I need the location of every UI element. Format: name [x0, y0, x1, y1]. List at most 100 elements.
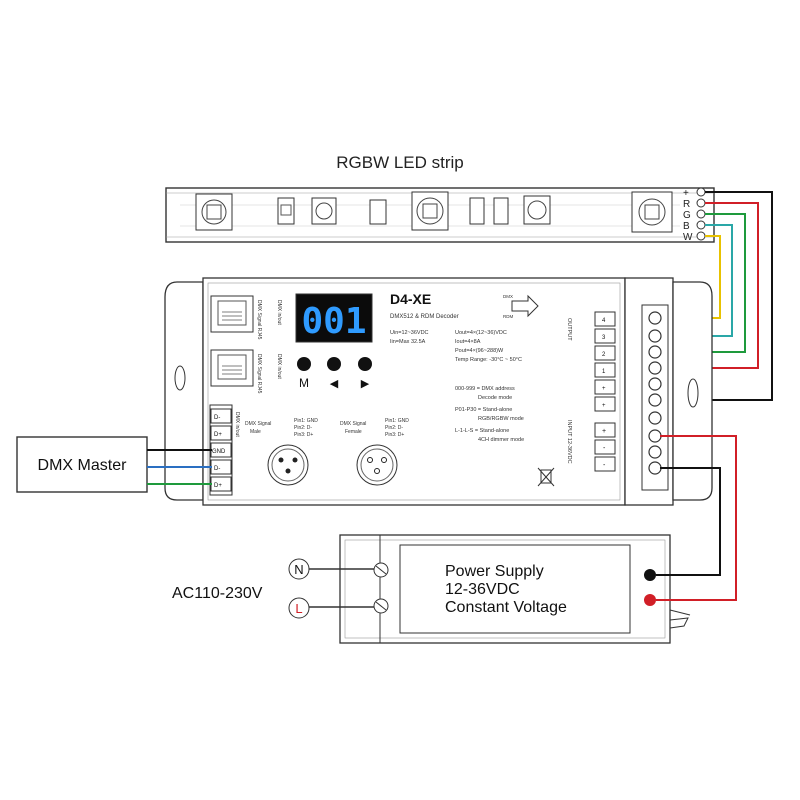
- spec-line: Pout=4×(96~288)W: [455, 348, 504, 354]
- screw-terminal: [648, 345, 662, 359]
- live-marker: L: [288, 597, 310, 619]
- mode-list: 000-999 = DMX address Decode mode P01-P3…: [455, 386, 524, 443]
- terminal-label: D-: [214, 415, 220, 421]
- logo-dmx: DMX: [503, 294, 513, 299]
- mode-line: 4CH dimmer mode: [478, 437, 524, 443]
- screw-terminal: [648, 429, 662, 443]
- xlr-pin: Pin1: GND: [294, 418, 318, 424]
- screw-terminals[interactable]: [648, 311, 662, 475]
- rj45-port-lower[interactable]: [210, 349, 254, 387]
- resistor: [277, 197, 295, 225]
- screw-terminal: [648, 411, 662, 425]
- led-chip: [631, 191, 673, 233]
- strip-pin-labels: + R G B W: [683, 188, 693, 243]
- strip-pin-label: +: [683, 188, 689, 199]
- dmx-rdm-logo: DMX RDM: [503, 294, 539, 319]
- xlr-female-connector[interactable]: [356, 444, 398, 486]
- screw-terminal: [648, 329, 662, 343]
- specs-right: Uout=4×(12~36)VDC Iout=4×8A Pout=4×(96~2…: [455, 330, 522, 363]
- input-label: INPUT 12-36VDC: [566, 420, 572, 464]
- dmx-terminals: D- D+ GND D- D+: [210, 408, 232, 492]
- led-display: [295, 293, 373, 343]
- screw-terminal: [648, 393, 662, 407]
- rj45-port-upper[interactable]: [210, 295, 254, 333]
- live-label: L: [295, 601, 302, 616]
- led-chip: [411, 191, 449, 231]
- terminal-label: +: [602, 386, 606, 392]
- terminal-label: D-: [214, 466, 220, 472]
- screw-terminal: [648, 461, 662, 475]
- neutral-marker: N: [288, 558, 310, 580]
- dmx-wires: [147, 449, 212, 485]
- spec-line: Uin=12~36VDC: [390, 330, 429, 336]
- resistor: [469, 197, 509, 225]
- strip-pin-label: R: [683, 199, 690, 210]
- terminal-label: D+: [214, 483, 222, 489]
- ps-line: 12-36VDC: [445, 581, 520, 598]
- screw-terminal: [648, 361, 662, 375]
- rj45-label: DMX Signal RJ45: [256, 300, 262, 340]
- mode-line: Decode mode: [478, 395, 512, 401]
- down-button-label: ◀: [330, 378, 339, 390]
- mains-label: AC110-230V: [172, 585, 263, 602]
- model-subtitle: DMX512 & RDM Decoder: [390, 314, 459, 320]
- ps-line: Constant Voltage: [445, 599, 567, 616]
- menu-button[interactable]: [297, 357, 311, 371]
- power-supply-housing: [339, 534, 691, 644]
- spec-line: Iin=Max 32.5A: [390, 339, 426, 345]
- xlr-pin: Pin2: D-: [294, 425, 312, 431]
- mode-line: L-1-L-S = Stand-alone: [455, 428, 509, 434]
- led-strip: + R G B W: [165, 187, 715, 243]
- down-button[interactable]: [327, 357, 341, 371]
- strip-pads: [696, 187, 706, 241]
- strip-pin-label: W: [683, 232, 693, 243]
- menu-button-label: M: [299, 376, 309, 390]
- input-terminals: + - -: [594, 422, 616, 472]
- terminal-label: 1: [602, 369, 606, 375]
- terminal-label: +: [602, 428, 606, 435]
- specs-left: Uin=12~36VDC Iin=Max 32.5A: [390, 330, 429, 345]
- xlr-label: Male: [250, 429, 261, 435]
- rj45-inout-label: DMX in/out: [276, 300, 282, 325]
- ic-chip: [311, 197, 337, 225]
- ac-screws[interactable]: [373, 562, 389, 614]
- dmx-inout-label: DMX in/out: [234, 412, 240, 437]
- terminal-label: -: [603, 462, 606, 469]
- neutral-label: N: [294, 562, 303, 577]
- terminal-label: 2: [602, 352, 606, 358]
- terminal-label: +: [602, 403, 606, 409]
- screw-terminal: [648, 377, 662, 391]
- xlr-label: DMX Signal: [340, 421, 366, 427]
- xlr-female-label: DMX Signal Female Pin1: GND Pin2: D- Pin…: [340, 418, 409, 438]
- xlr-pin: Pin3: D+: [385, 432, 404, 438]
- dc-wires: [656, 435, 737, 601]
- up-button-label: ▶: [361, 378, 370, 390]
- mode-line: RGB/RGBW mode: [478, 416, 524, 422]
- dmx-master-box: [16, 436, 148, 493]
- terminal-label: GND: [212, 449, 226, 455]
- xlr-male-connector[interactable]: [267, 444, 309, 486]
- terminal-label: 4: [602, 318, 606, 324]
- strip-title: RGBW LED strip: [336, 153, 464, 172]
- xlr-male-label: DMX Signal Male Pin1: GND Pin2: D- Pin3:…: [245, 418, 318, 438]
- xlr-pin: Pin1: GND: [385, 418, 409, 424]
- mains-wires: [309, 568, 374, 608]
- dmx-master-label: DMX Master: [38, 457, 128, 474]
- dc-negative-terminal[interactable]: [644, 569, 656, 581]
- dc-positive-terminal[interactable]: [644, 594, 656, 606]
- rj45-label: DMX Signal RJ45: [256, 354, 262, 394]
- up-button[interactable]: [358, 357, 372, 371]
- output-terminals: 4 3 2 1 + +: [594, 311, 616, 412]
- screw-terminal: [648, 311, 662, 325]
- ps-line: Power Supply: [445, 563, 544, 580]
- led-chip: [195, 193, 233, 231]
- screw-terminal: [648, 445, 662, 459]
- resistor: [369, 199, 387, 225]
- strip-pin-label: B: [683, 221, 690, 232]
- xlr-pin: Pin2: D-: [385, 425, 403, 431]
- display-value: 001: [301, 301, 366, 342]
- output-label: OUTPUT: [566, 318, 572, 341]
- ic-chip: [523, 195, 551, 225]
- terminal-label: -: [603, 445, 606, 452]
